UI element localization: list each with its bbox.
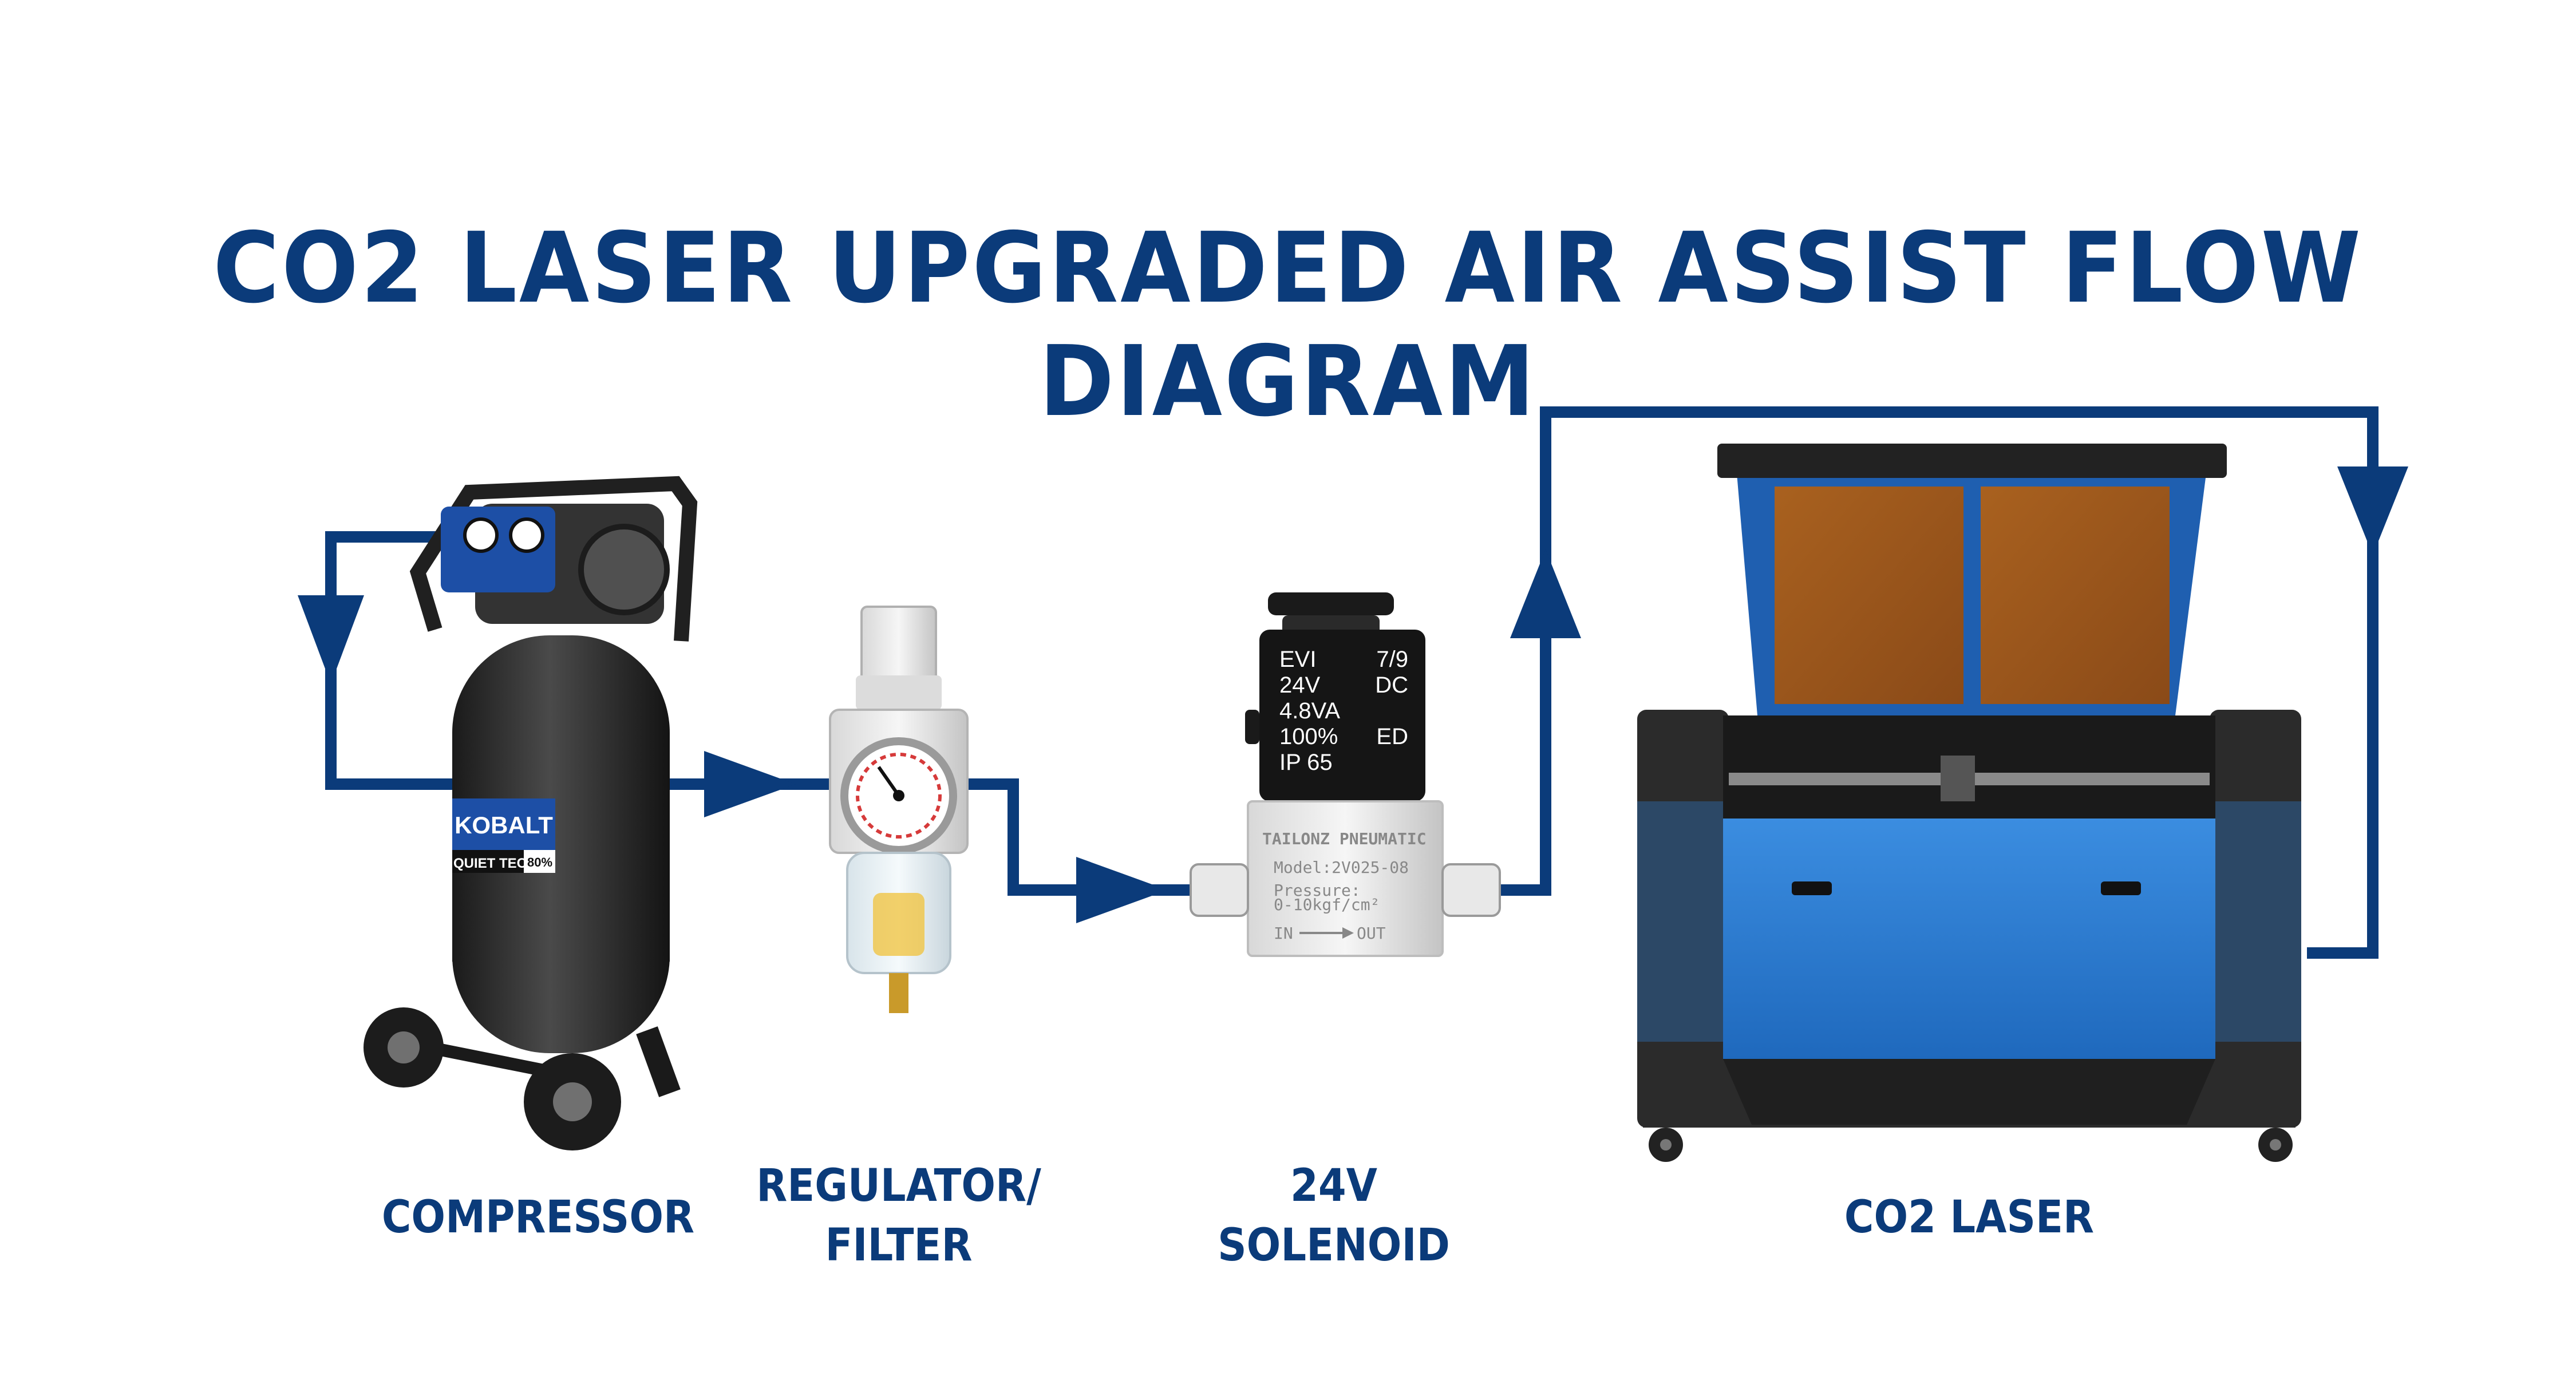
- label-regulator: REGULATOR/ FILTER: [734, 1156, 1064, 1275]
- flow-arrow: [704, 751, 796, 817]
- compressor-rating: 80%: [527, 855, 552, 869]
- label-compressor: COMPRESSOR: [363, 1188, 713, 1247]
- flow-arrow: [2337, 466, 2408, 555]
- plate-brand: TAILONZ PNEUMATIC: [1262, 829, 1427, 848]
- solenoid-coil-text: EVI 7/9 24V DC 4.8VA 100% ED IP 65: [1279, 647, 1408, 775]
- coil-row-left: 100%: [1279, 724, 1338, 749]
- coil-row-right: ED: [1376, 724, 1408, 749]
- compressor-model: QUIET TECH: [453, 856, 536, 871]
- compressor-badge: KOBALT QUIET TECH 80%: [452, 798, 555, 873]
- flow-arrow: [1510, 549, 1581, 638]
- solenoid-fitting-out: [1441, 863, 1501, 917]
- compressor-fan: [578, 524, 670, 615]
- regulator-filter: [829, 606, 969, 1013]
- flow-arrow: [298, 595, 364, 684]
- flow-arrows: [298, 466, 2408, 923]
- compressor-leg: [636, 1026, 681, 1097]
- laser-side-right: [2210, 710, 2301, 1128]
- diagram-title: CO2 LASER UPGRADED AIR ASSIST FLOW DIAGR…: [213, 212, 2363, 438]
- label-line: FILTER: [825, 1220, 973, 1271]
- pressure-gauge-icon: [463, 517, 499, 553]
- coil-row-left: IP 65: [1279, 750, 1333, 775]
- pressure-gauge-icon: [509, 517, 544, 553]
- laser-lid-glass-left: [1775, 487, 1963, 704]
- solenoid-valve: EVI 7/9 24V DC 4.8VA 100% ED IP 65 TAILO…: [1190, 592, 1501, 957]
- flow-arrow: [1076, 857, 1168, 923]
- laser-handle-left: [1792, 881, 1832, 895]
- plate-in: IN: [1274, 924, 1293, 943]
- coil-row-right: DC: [1375, 673, 1408, 698]
- laser-lid-glass-right: [1981, 487, 2170, 704]
- compressor-handle: [409, 476, 698, 642]
- solenoid-plate-text: TAILONZ PNEUMATIC Model:2V025-08 Pressur…: [1262, 829, 1427, 943]
- label-co2-laser: CO2 LASER: [1794, 1188, 2144, 1247]
- air-compressor: KOBALT QUIET TECH 80%: [364, 476, 698, 1150]
- coil-row-left: 4.8VA: [1279, 698, 1340, 723]
- filter-drain: [889, 973, 908, 1013]
- laser-front-panel: [1723, 819, 2215, 1059]
- coil-row-left: 24V: [1279, 673, 1320, 698]
- compressor-control-panel: [441, 507, 555, 592]
- solenoid-to-laser-line: [1465, 406, 2379, 959]
- solenoid-cap: [1268, 592, 1394, 615]
- plate-pressure: Pressure:: [1274, 881, 1361, 900]
- label-line: SOLENOID: [1218, 1220, 1450, 1271]
- plate-range: 0-10kgf/cm²: [1274, 895, 1380, 914]
- laser-handle-right: [2101, 881, 2141, 895]
- coil-row-right: 7/9: [1376, 647, 1408, 672]
- co2-laser-machine: [1637, 444, 2301, 1162]
- label-line: CO2 LASER: [1844, 1192, 2095, 1243]
- laser-side-left: [1637, 710, 1729, 1128]
- solenoid-coil: [1259, 630, 1425, 801]
- solenoid-fitting-in: [1190, 863, 1249, 917]
- laser-lid-top: [1717, 444, 2227, 478]
- label-line: REGULATOR/: [756, 1160, 1041, 1212]
- label-line: COMPRESSOR: [381, 1192, 695, 1243]
- label-solenoid: 24V SOLENOID: [1169, 1156, 1499, 1275]
- compressor-brand: KOBALT: [455, 812, 553, 839]
- coil-row-left: EVI: [1279, 647, 1316, 672]
- plate-model: Model:2V025-08: [1274, 858, 1409, 877]
- plate-out: OUT: [1357, 924, 1386, 943]
- label-line: 24V: [1290, 1160, 1378, 1212]
